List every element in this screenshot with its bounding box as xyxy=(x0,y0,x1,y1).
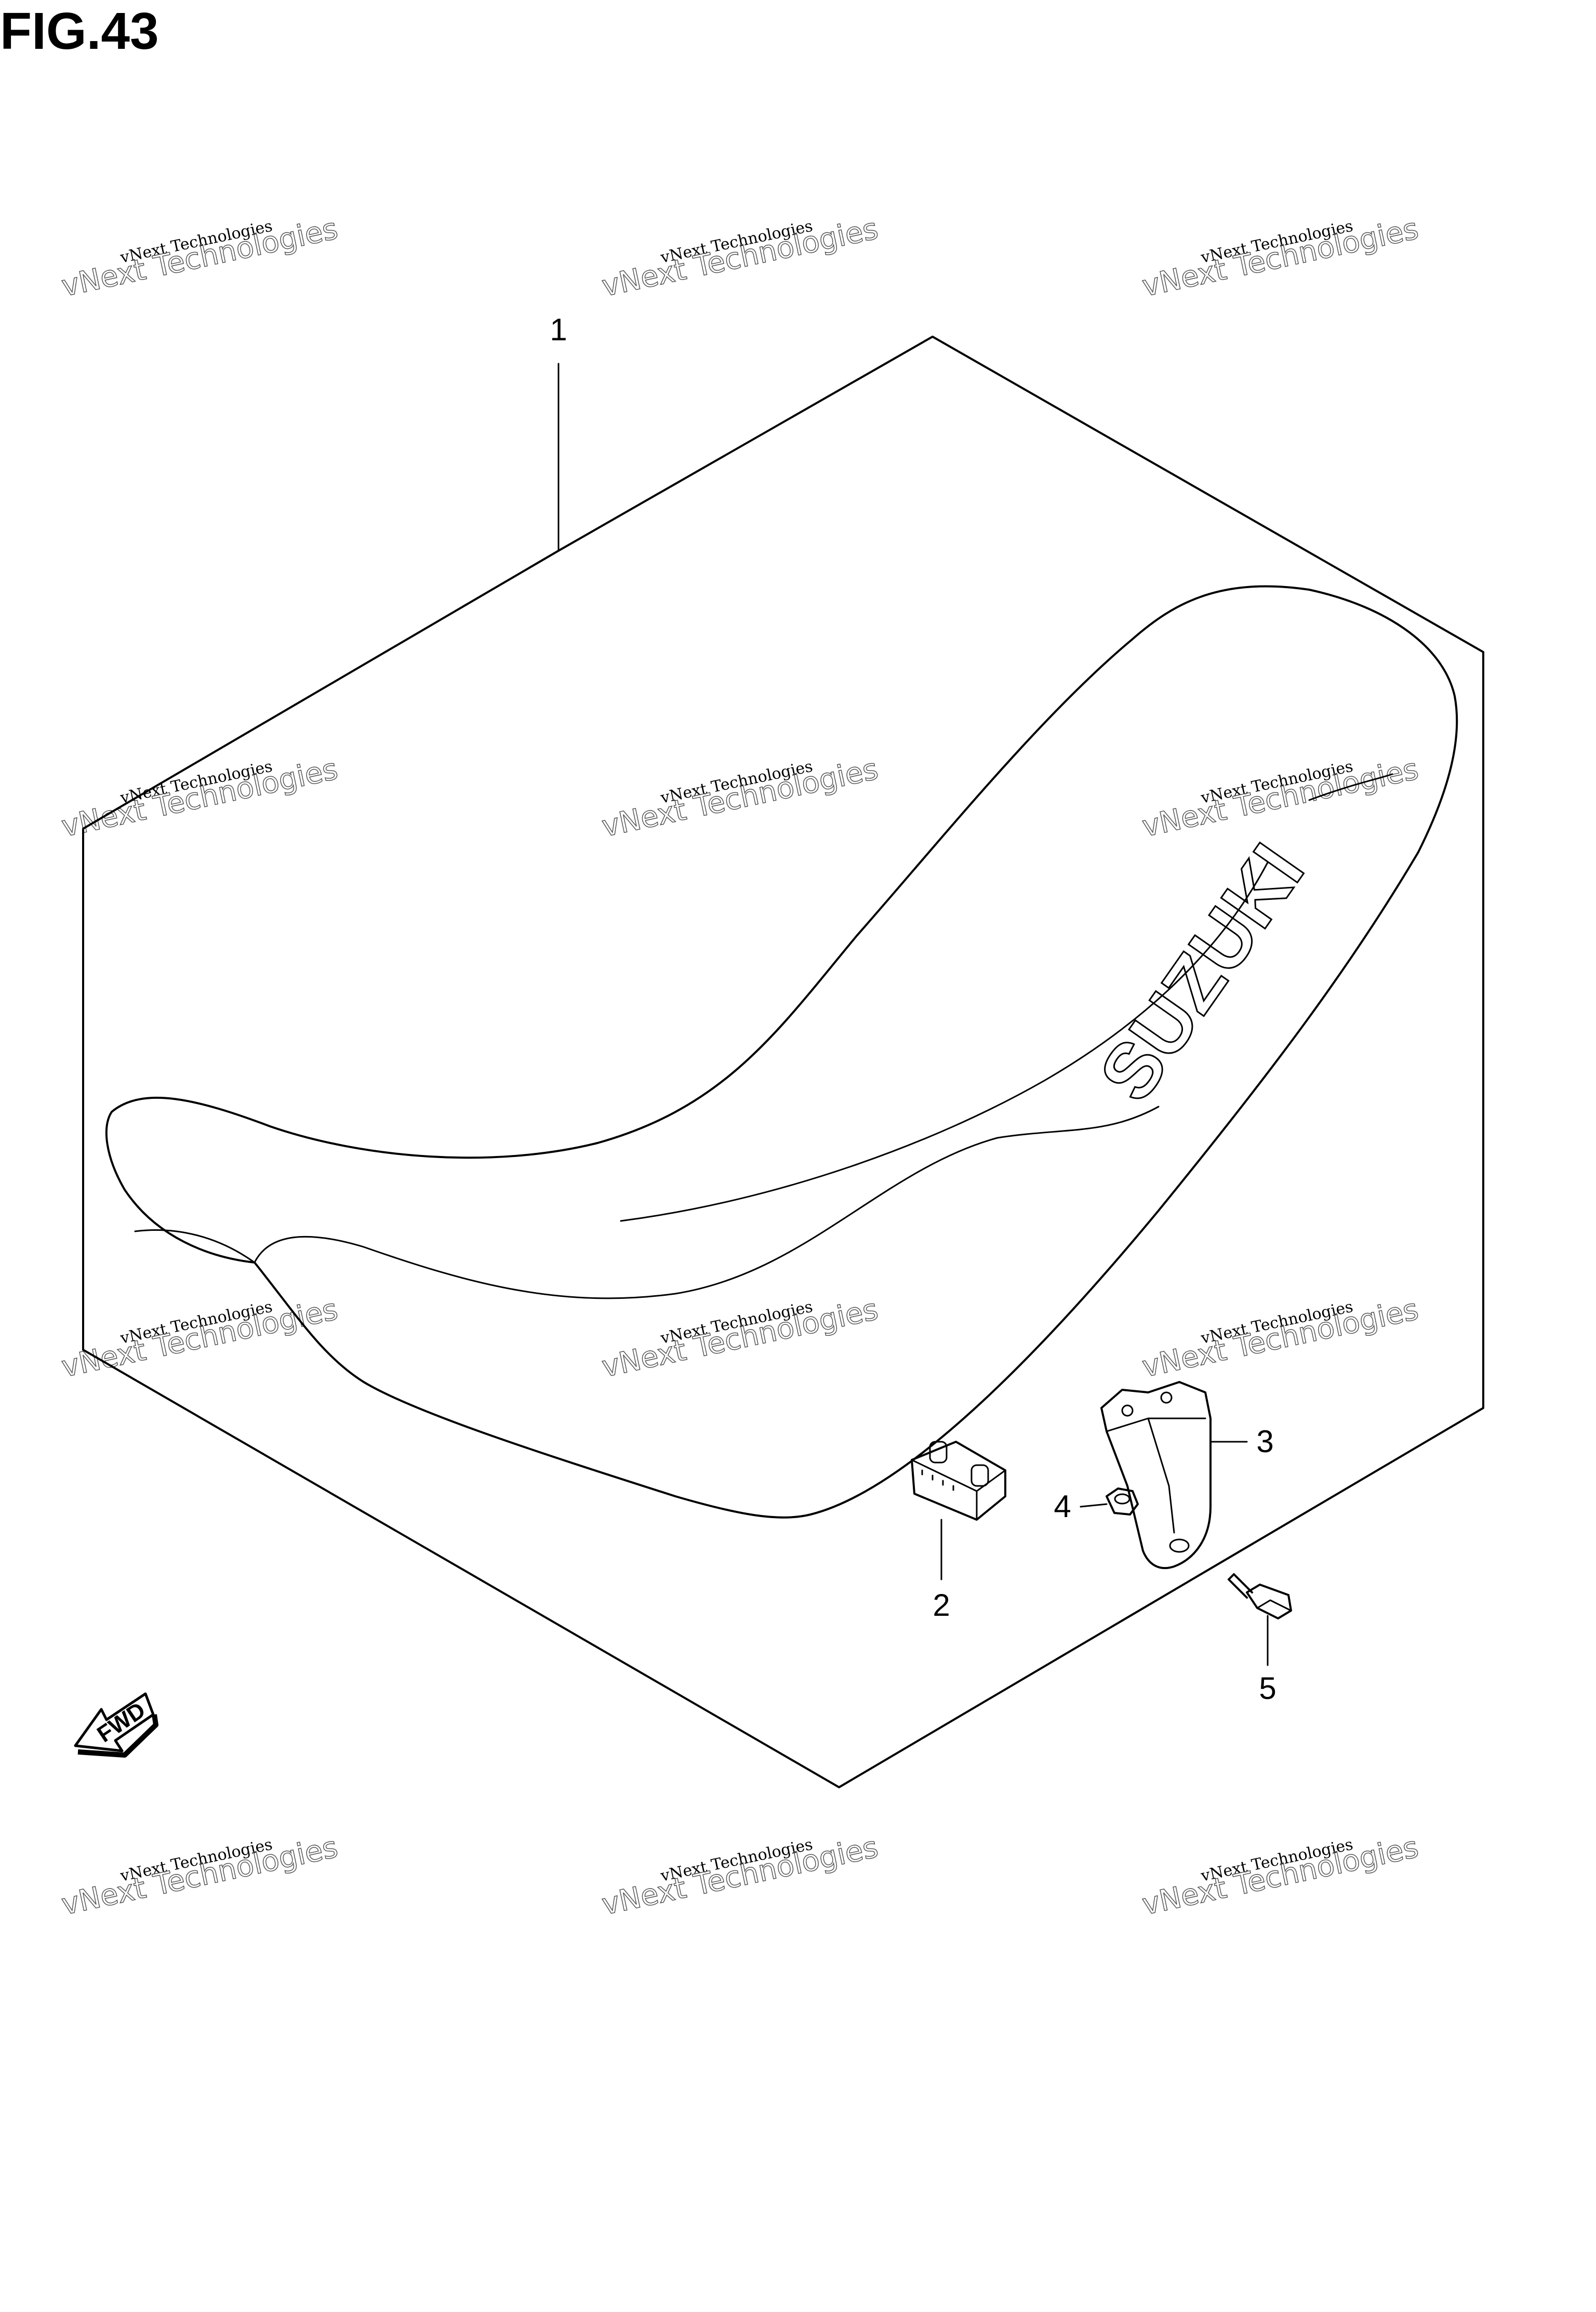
callout-2: 2 xyxy=(933,1519,950,1623)
seat: SUZUKI xyxy=(105,585,1458,1519)
callout-4: 4 xyxy=(1054,1489,1108,1524)
part-4-nut xyxy=(1106,1487,1139,1516)
callout-1: 1 xyxy=(550,312,567,552)
svg-text:vNext Technologies: vNext Technologies xyxy=(59,1293,341,1384)
watermark: vNext Technologies vNext Technologies xyxy=(1139,1292,1421,1385)
svg-text:vNext Technologies: vNext Technologies xyxy=(59,752,341,844)
svg-text:vNext Technologies: vNext Technologies xyxy=(1139,1293,1421,1384)
svg-text:vNext Technologies: vNext Technologies xyxy=(599,1830,881,1922)
callout-5: 5 xyxy=(1259,1615,1276,1706)
svg-text:vNext Technologies: vNext Technologies xyxy=(1139,212,1421,303)
svg-text:vNext Technologies: vNext Technologies xyxy=(599,1293,881,1384)
watermark: vNext Technologies vNext Technologies xyxy=(598,752,881,844)
seat-logo-text: SUZUKI xyxy=(1083,829,1321,1117)
watermark: vNext Technologies vNext Technologies xyxy=(58,211,341,304)
callout-3: 3 xyxy=(1209,1424,1274,1459)
callout-4-label: 4 xyxy=(1054,1489,1071,1524)
svg-text:vNext Technologies: vNext Technologies xyxy=(1139,1830,1421,1922)
watermark: vNext Technologies vNext Technologies xyxy=(1139,211,1421,304)
watermark: vNext Technologies vNext Technologies xyxy=(58,1830,341,1922)
watermark: vNext Technologies vNext Technologies xyxy=(1139,752,1421,844)
callout-5-label: 5 xyxy=(1259,1671,1276,1706)
svg-text:vNext Technologies: vNext Technologies xyxy=(599,212,881,303)
svg-text:vNext Technologies: vNext Technologies xyxy=(59,1830,341,1922)
part-2-cushion xyxy=(911,1441,1006,1521)
watermark-layer: vNext Technologies vNext Technologies vN… xyxy=(58,211,1421,1922)
fwd-arrow-icon: FWD xyxy=(74,1692,158,1758)
watermark: vNext Technologies vNext Technologies xyxy=(598,1292,881,1385)
svg-text:vNext Technologies: vNext Technologies xyxy=(1139,752,1421,844)
watermark: vNext Technologies vNext Technologies xyxy=(1139,1830,1421,1922)
part-5-bolt xyxy=(1228,1573,1292,1619)
part-3-bracket xyxy=(1100,1381,1212,1570)
watermark: vNext Technologies vNext Technologies xyxy=(58,1292,341,1385)
svg-text:vNext Technologies: vNext Technologies xyxy=(59,212,341,303)
watermark: vNext Technologies vNext Technologies xyxy=(598,211,881,304)
callout-3-label: 3 xyxy=(1256,1424,1273,1459)
callout-2-label: 2 xyxy=(933,1588,950,1623)
watermark: vNext Technologies vNext Technologies xyxy=(598,1830,881,1922)
svg-text:vNext Technologies: vNext Technologies xyxy=(599,752,881,844)
assembly-boundary xyxy=(82,336,1484,1788)
figure-title: FIG.43 xyxy=(0,2,159,60)
callout-1-label: 1 xyxy=(550,312,567,347)
watermark: vNext Technologies vNext Technologies xyxy=(58,752,341,844)
